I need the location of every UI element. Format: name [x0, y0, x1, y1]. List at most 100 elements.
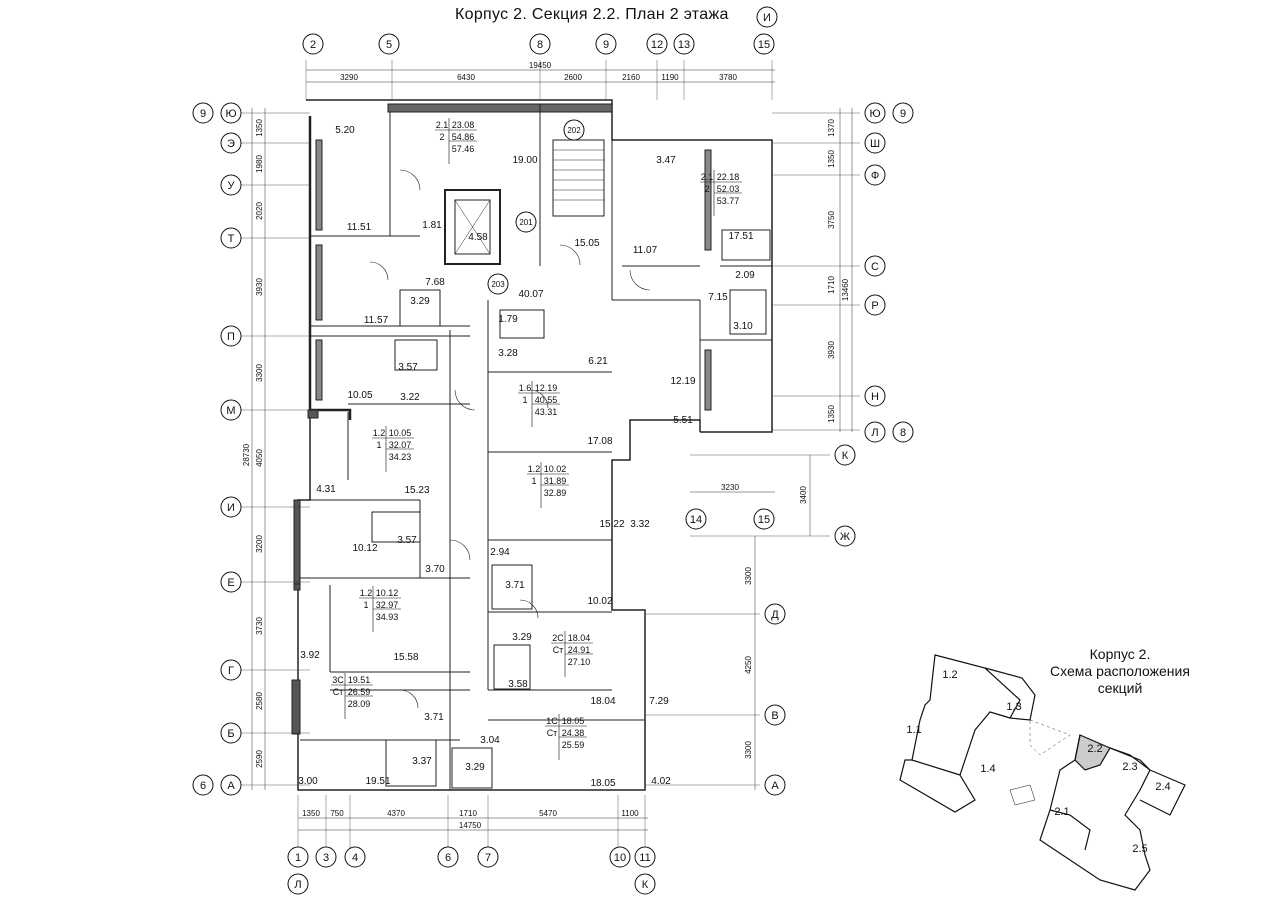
room-area: 15.23 — [404, 485, 429, 496]
right-dim: 1350 — [827, 150, 836, 168]
circle-mark-201: 201 — [519, 218, 533, 227]
axis-left-Е-circle — [220, 571, 242, 593]
room-area: 3.29 — [512, 632, 532, 643]
room-area: 3.22 — [400, 392, 420, 403]
left-dim: 1980 — [255, 155, 264, 173]
room-area: 40.07 — [518, 289, 543, 300]
apartment-type: 3С — [332, 675, 344, 685]
apartment-type: 2.1 — [436, 120, 449, 130]
axis-top-12: 12 — [651, 39, 663, 51]
room-area: 3.71 — [505, 580, 525, 591]
room-area: 10.02 — [587, 596, 612, 607]
axis-bottom-7: 7 — [485, 852, 491, 864]
apartment-rooms: Ст — [333, 687, 344, 697]
apartment-label-lines — [331, 673, 373, 719]
apartment-label-lines — [372, 426, 414, 472]
axis-right-Ш-circle — [864, 132, 886, 154]
left-dim: 3730 — [255, 617, 264, 635]
axis-right-Н: Н — [871, 391, 879, 403]
axis-right-С: С — [871, 261, 879, 273]
apartment-full-area: 34.93 — [376, 612, 399, 622]
axis-right-num-8: 8 — [900, 427, 906, 439]
axis-left-num-6: 6 — [200, 780, 206, 792]
top-total-dim: 19450 — [529, 61, 552, 70]
axis-bottom-row2-Л: Л — [294, 879, 301, 891]
axis-right-lower-К-circle — [834, 444, 856, 466]
axis-top-13: 13 — [678, 39, 690, 51]
axis-left-У: У — [228, 180, 236, 192]
axis-left-А-circle — [220, 774, 242, 796]
bottom-dim: 5470 — [539, 809, 557, 818]
apartment-rooms: 1 — [531, 476, 536, 486]
room-area: 4.31 — [316, 484, 336, 495]
axis-left-Т-circle — [220, 227, 242, 249]
apartment-full-area: 32.89 — [544, 488, 567, 498]
axis-bottom-3-circle — [315, 846, 337, 868]
axis-right-lower-В-circle — [764, 704, 786, 726]
left-dim: 3930 — [255, 278, 264, 296]
axis-right-Ф-circle — [864, 164, 886, 186]
apartment-living-area: 10.05 — [389, 428, 412, 438]
room-area: 11.57 — [364, 315, 389, 326]
top-dim: 3780 — [719, 73, 737, 82]
apartment-label-lines — [518, 381, 560, 427]
right-dim: 3750 — [827, 211, 836, 229]
axis-bottom-10: 10 — [614, 852, 626, 864]
apartment-total-area: 52.03 — [717, 184, 740, 194]
apartment-type: 1С — [546, 716, 558, 726]
room-area: 3.47 — [656, 155, 676, 166]
axis-right-lower-А-circle — [764, 774, 786, 796]
top-dim: 2160 — [622, 73, 640, 82]
axis-bottom-11-circle — [634, 846, 656, 868]
room-area: 7.15 — [708, 292, 728, 303]
top-dim: 1190 — [661, 73, 679, 82]
axis-bottom-3: 3 — [323, 852, 329, 864]
right-dimensions: 1370135037501710393013501346034003300425… — [721, 119, 850, 759]
axis-top-15: 15 — [758, 39, 770, 51]
room-area: 18.05 — [590, 778, 615, 789]
axis-right-lower-Ж: Ж — [840, 531, 850, 543]
apartment-full-area: 34.23 — [389, 452, 412, 462]
axis-bottom-4: 4 — [352, 852, 358, 864]
axis-left-Е: Е — [227, 577, 234, 589]
axis-bottom-11: 11 — [639, 852, 650, 864]
axis-left-М-circle — [220, 399, 242, 421]
room-area: 3.71 — [424, 712, 444, 723]
axis-left-num-9-circle — [192, 102, 214, 124]
axis-top-13-circle — [673, 33, 695, 55]
apartment-rooms: Ст — [547, 728, 558, 738]
bottom-dim: 750 — [330, 809, 344, 818]
scheme-section-2.2: 2.2 — [1087, 743, 1102, 755]
room-area: 7.29 — [649, 696, 669, 707]
room-area: 10.12 — [352, 543, 377, 554]
left-dim: 4050 — [255, 449, 264, 467]
room-area: 3.57 — [397, 535, 417, 546]
apartment-total-area: 32.07 — [389, 440, 412, 450]
axis-left-П: П — [227, 331, 235, 343]
right-lower-dim: 3300 — [744, 741, 753, 759]
axis-top-9-circle — [595, 33, 617, 55]
right-dim: 1370 — [827, 119, 836, 137]
room-area: 6.21 — [588, 356, 608, 367]
apartment-type: 1.2 — [528, 464, 541, 474]
axis-top-8: 8 — [537, 39, 543, 51]
left-dimensions: 1350198020203930330040503200373025802590… — [242, 119, 264, 768]
dimension-lines — [251, 69, 853, 831]
room-area: 5.51 — [673, 415, 693, 426]
room-area: 12.19 — [670, 376, 695, 387]
axis-right-Л: Л — [871, 427, 878, 439]
axis-title-marker-circle — [756, 6, 778, 28]
axis-right-num-8-circle — [892, 421, 914, 443]
axis-top-8-circle — [529, 33, 551, 55]
apartment-living-area: 18.05 — [562, 716, 585, 726]
room-area: 2.94 — [490, 547, 510, 558]
axis-mid-15-circle — [753, 508, 775, 530]
room-area: 4.58 — [468, 232, 488, 243]
apartment-rooms: 2 — [704, 184, 709, 194]
apartment-full-area: 28.09 — [348, 699, 371, 709]
